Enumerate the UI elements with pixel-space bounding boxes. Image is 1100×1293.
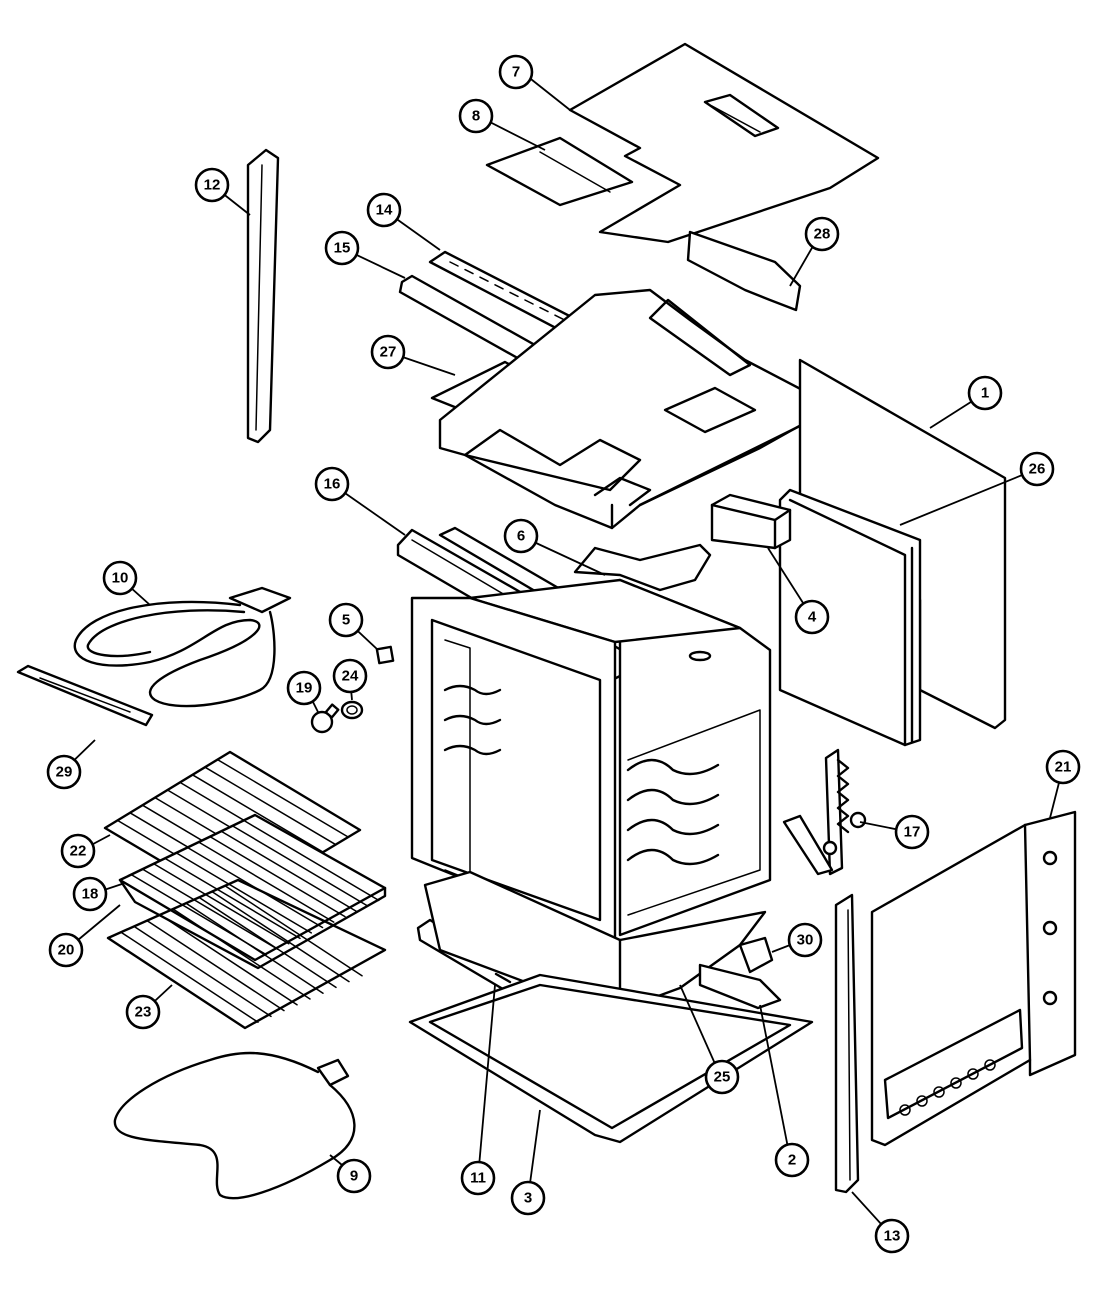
svg-text:25: 25 [714, 1069, 731, 1086]
svg-text:26: 26 [1029, 461, 1046, 478]
callout-23: 23 [125, 994, 161, 1030]
svg-text:12: 12 [204, 177, 221, 194]
part-5-knob [375, 645, 395, 665]
callout-10: 10 [102, 560, 138, 596]
svg-text:8: 8 [472, 108, 480, 125]
part-9-bake-element [113, 1051, 356, 1200]
part-29-bracket [16, 664, 154, 727]
part-21-side-panel [870, 810, 1077, 1147]
callout-30: 30 [787, 922, 823, 958]
callout-6: 6 [503, 518, 539, 554]
part-8-plate [485, 136, 634, 207]
callout-7: 7 [498, 54, 534, 90]
callout-14: 14 [366, 192, 402, 228]
svg-text:27: 27 [380, 344, 397, 361]
callout-20: 20 [48, 932, 84, 968]
part-28-bracket [686, 230, 802, 312]
svg-text:5: 5 [342, 612, 350, 629]
svg-text:14: 14 [376, 202, 393, 219]
svg-text:6: 6 [517, 528, 525, 545]
callout-5: 5 [328, 602, 364, 638]
callout-21: 21 [1045, 749, 1081, 785]
svg-text:18: 18 [82, 886, 99, 903]
svg-text:7: 7 [512, 64, 520, 81]
callout-2: 2 [774, 1142, 810, 1178]
callout-4: 4 [794, 599, 830, 635]
part-10-broil-element [73, 586, 292, 708]
callout-27: 27 [370, 334, 406, 370]
svg-text:13: 13 [884, 1228, 901, 1245]
callout-28: 28 [804, 216, 840, 252]
part-17-hinge [782, 748, 867, 876]
part-24-socket [340, 700, 364, 720]
svg-text:17: 17 [904, 824, 921, 841]
oven-top-frame [438, 288, 814, 530]
callout-19: 19 [286, 670, 322, 706]
oven-cavity [410, 578, 772, 942]
callout-3: 3 [510, 1180, 546, 1216]
callout-26: 26 [1019, 451, 1055, 487]
callout-12: 12 [194, 167, 230, 203]
part-6-duct [573, 543, 712, 592]
svg-text:3: 3 [524, 1190, 532, 1207]
callout-labels: 1 2 3 4 5 6 7 8 9 10 11 12 13 14 15 16 1… [46, 54, 1081, 1254]
callout-16: 16 [314, 466, 350, 502]
callout-11: 11 [460, 1160, 496, 1196]
part-2-bracket [698, 963, 782, 1010]
callout-8: 8 [458, 98, 494, 134]
svg-text:29: 29 [56, 764, 73, 781]
callout-18: 18 [72, 876, 108, 912]
part-19-bulb [310, 703, 340, 734]
svg-text:9: 9 [350, 1168, 358, 1185]
part-26-insulation [778, 488, 922, 747]
part-12-trim-strip [246, 148, 280, 444]
part-20-broil-pan [118, 878, 387, 970]
svg-text:19: 19 [296, 680, 313, 697]
svg-text:1: 1 [981, 385, 989, 402]
callout-1: 1 [967, 375, 1003, 411]
svg-text:11: 11 [470, 1170, 486, 1187]
callout-25: 25 [704, 1059, 740, 1095]
svg-text:2: 2 [788, 1152, 796, 1169]
svg-text:30: 30 [797, 932, 814, 949]
svg-text:10: 10 [112, 570, 129, 587]
part-7-top-cover [568, 42, 880, 244]
svg-text:23: 23 [135, 1004, 152, 1021]
svg-text:4: 4 [808, 609, 817, 626]
callout-9: 9 [336, 1158, 372, 1194]
svg-text:22: 22 [70, 843, 87, 860]
callout-22: 22 [60, 833, 96, 869]
callout-15: 15 [324, 230, 360, 266]
callout-24: 24 [332, 658, 368, 694]
part-23-lower-rack [106, 878, 387, 1030]
part-4-box [710, 493, 792, 550]
svg-text:21: 21 [1055, 759, 1072, 776]
svg-text:24: 24 [342, 668, 359, 685]
svg-text:28: 28 [814, 226, 831, 243]
part-30-clip [738, 936, 774, 974]
svg-text:20: 20 [58, 942, 75, 959]
svg-text:16: 16 [324, 476, 341, 493]
svg-text:15: 15 [334, 240, 351, 257]
part-13-trim-strip [834, 893, 860, 1194]
callout-17: 17 [894, 814, 930, 850]
callout-13: 13 [874, 1218, 910, 1254]
callout-29: 29 [46, 754, 82, 790]
